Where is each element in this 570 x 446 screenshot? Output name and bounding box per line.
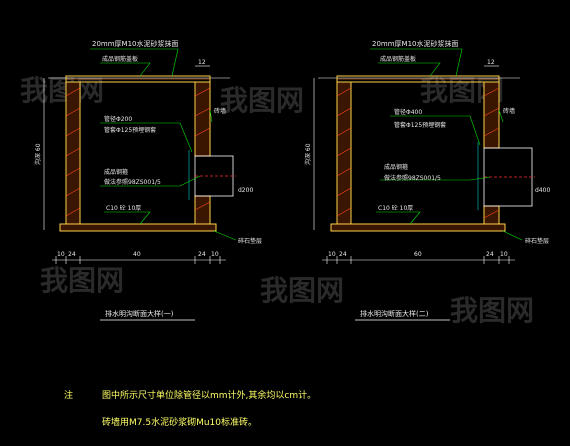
bottom-dim-ticks <box>55 256 221 264</box>
callout-rebar: 成品钢箍 <box>384 163 408 171</box>
bottom-dim-label: 60 <box>414 251 422 258</box>
left-brick-wall <box>336 81 352 225</box>
pipe-dia-label: d400 <box>535 187 550 194</box>
callout-std-ref: 做法参照98ZS001/5 <box>384 174 441 182</box>
leader-lines <box>90 48 237 241</box>
notes-label: 注 <box>64 389 73 401</box>
callout-brick-wall: 砖墙 <box>503 107 515 115</box>
bottom-dim-label: 24 <box>339 251 347 258</box>
concrete-base <box>59 223 217 232</box>
callout-std-ref: 做法参照98ZS001/5 <box>104 178 161 186</box>
section-drawing-2: 沟深 60 12 20mm厚M10水泥砂浆抹面 成品钢筋盖板 砖墙 管径Φ400… <box>304 39 550 321</box>
notes-block: 注 图中所示尺寸单位除管径以mm计外,其余均以cm计。 砖墙用M7.5水泥砂浆砌… <box>64 389 316 428</box>
drawing-title: 排水明沟断面大样(二) <box>360 309 429 318</box>
callout-rebar: 成品钢箍 <box>104 168 128 176</box>
callout-pipe-dia: 管径Φ400 <box>394 108 422 116</box>
callout-gravel: 碎石垫层 <box>238 237 262 245</box>
bottom-dim-label: 10 <box>211 251 219 258</box>
bottom-dim-label: 24 <box>486 251 494 258</box>
notes-line-2: 砖墙用M7.5水泥砂浆砌Mu10标准砖。 <box>102 416 257 428</box>
watermark-text: 我图网 <box>20 74 104 107</box>
watermark-layer: 我图网 我图网 我图网 我图网 我图网 我图网 <box>20 74 534 327</box>
bottom-dim-label: 10 <box>57 251 65 258</box>
right-brick-wall-lower <box>194 195 211 225</box>
leader-lines <box>370 48 523 241</box>
pipe-dia-label: d200 <box>238 187 253 194</box>
watermark-text: 我图网 <box>260 274 344 307</box>
bottom-dim-ticks <box>326 256 510 264</box>
left-brick-wall <box>65 81 81 225</box>
callout-cover: 20mm厚M10水泥砂浆抹面 <box>372 39 459 48</box>
right-brick-wall-upper <box>194 81 211 157</box>
drawing-title: 排水明沟断面大样(一) <box>105 309 174 318</box>
callout-sleeve: 管套Φ125预埋钢套 <box>104 126 156 134</box>
bottom-dim-label: 40 <box>133 251 141 258</box>
top-dim-label: 12 <box>198 59 206 66</box>
watermark-text: 我图网 <box>450 294 534 327</box>
bottom-dim-label: 24 <box>198 251 206 258</box>
section-drawing-1: 沟深 60 12 20mm厚M10水泥砂浆抹面 成品钢筋盖板 砖墙 管径Φ200… <box>34 39 262 321</box>
watermark-text: 我图网 <box>220 84 304 117</box>
callout-slab: 成品钢筋盖板 <box>102 55 138 63</box>
bottom-dim-label: 24 <box>68 251 76 258</box>
callout-slab: 成品钢筋盖板 <box>380 55 416 63</box>
callout-cover: 20mm厚M10水泥砂浆抹面 <box>92 39 179 48</box>
brick-hatch <box>65 87 211 217</box>
watermark-text: 我图网 <box>40 264 124 297</box>
depth-dim-label: 沟深 60 <box>304 143 312 165</box>
callout-base: C10 砼 10厚 <box>106 204 141 212</box>
callout-brick-wall: 砖墙 <box>214 107 226 115</box>
callout-base: C10 砼 10厚 <box>378 204 413 212</box>
callout-gravel: 碎石垫层 <box>525 237 549 245</box>
top-dim-label: 12 <box>487 59 495 66</box>
brick-hatch <box>336 87 500 219</box>
bottom-dim-label: 10 <box>328 251 336 258</box>
concrete-base <box>330 223 506 232</box>
notes-line-1: 图中所示尺寸单位除管径以mm计外,其余均以cm计。 <box>102 389 316 401</box>
bottom-dim-label: 10 <box>500 251 508 258</box>
callout-pipe-dia: 管径Φ200 <box>104 115 132 123</box>
right-brick-wall-lower <box>483 205 500 225</box>
callout-sleeve: 管套Φ125预埋钢套 <box>394 121 446 129</box>
depth-dim-label: 沟深 60 <box>34 143 42 165</box>
